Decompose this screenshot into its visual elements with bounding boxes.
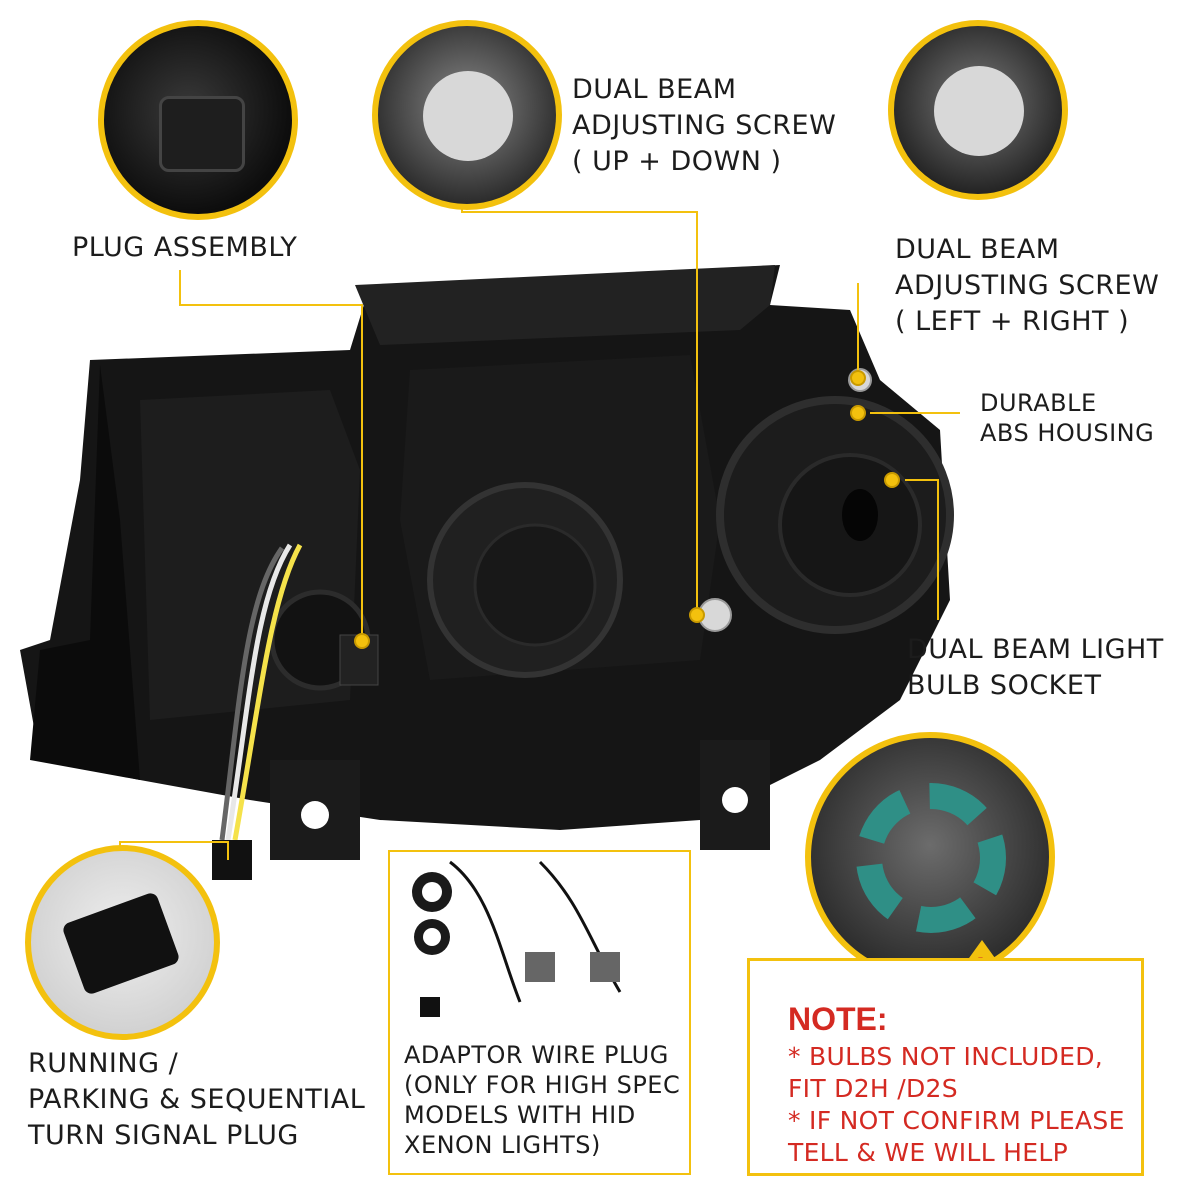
low-beam-cap-center [473, 523, 597, 647]
callout-dot-abs [850, 405, 866, 421]
housing-side [30, 365, 140, 780]
signal-plug-circle [25, 845, 220, 1040]
screw-icon [423, 71, 513, 161]
adaptor-label: ADAPTOR WIRE PLUG (ONLY FOR HIGH SPEC MO… [404, 1040, 680, 1160]
wire-white [225, 543, 293, 841]
top-bracket [355, 265, 775, 345]
updown-screw-circle [372, 20, 562, 210]
adaptor-line-1: ADAPTOR WIRE PLUG [404, 1041, 669, 1069]
connector-icon [420, 997, 440, 1017]
leftright-screw-circle [888, 20, 1068, 200]
signal-plug [212, 840, 252, 880]
plug-detail-circle [98, 20, 298, 220]
note-box: NOTE: * BULBS NOT INCLUDED, FIT D2H /D2S… [747, 958, 1144, 1176]
connector-icon [590, 952, 620, 982]
socket-ring-icon [856, 783, 1006, 933]
bulb-line-1: DUAL BEAM LIGHT [907, 634, 1164, 665]
updown-label: DUAL BEAM ADJUSTING SCREW ( UP + DOWN ) [572, 72, 836, 180]
adaptor-line-4: XENON LIGHTS) [404, 1131, 601, 1159]
connector-icon [61, 891, 181, 996]
screw-icon [934, 66, 1024, 156]
plug-assembly-label: PLUG ASSEMBLY [72, 232, 298, 263]
callout-dot-updown [689, 607, 705, 623]
leftright-line-1: DUAL BEAM [895, 234, 1060, 265]
connector-icon [525, 952, 555, 982]
wire-yellow [232, 543, 303, 841]
plug-icon [159, 96, 245, 172]
socket-ring-circle [805, 732, 1055, 982]
abs-line-2: ABS HOUSING [980, 419, 1155, 447]
note-line-2: FIT D2H /D2S [788, 1074, 958, 1103]
mounting-hole-right [722, 787, 748, 813]
note-line-3: * IF NOT CONFIRM PLEASE [788, 1106, 1125, 1135]
turn-line-2: PARKING & SEQUENTIAL [28, 1084, 366, 1115]
note-line-1: * BULBS NOT INCLUDED, [788, 1042, 1104, 1071]
leftright-label: DUAL BEAM ADJUSTING SCREW ( LEFT + RIGHT… [895, 232, 1159, 340]
updown-line-3: ( UP + DOWN ) [572, 146, 782, 177]
adaptor-wire-graphic [412, 860, 622, 1017]
bulb-socket-hole [842, 489, 878, 541]
leftright-line-2: ADJUSTING SCREW [895, 270, 1160, 301]
note-line-4: TELL & WE WILL HELP [788, 1138, 1068, 1167]
adaptor-line-3: MODELS WITH HID [404, 1101, 636, 1129]
leftright-line-3: ( LEFT + RIGHT ) [895, 306, 1130, 337]
callout-dot-socket [884, 472, 900, 488]
turn-signal-label: RUNNING / PARKING & SEQUENTIAL TURN SIGN… [28, 1046, 365, 1154]
note-title: NOTE: [788, 1001, 888, 1037]
bulb-line-2: BULB SOCKET [907, 670, 1102, 701]
turn-line-3: TURN SIGNAL PLUG [28, 1120, 299, 1151]
callout-dot-leftright [850, 370, 866, 386]
wire-gray [219, 546, 285, 841]
updown-line-1: DUAL BEAM [572, 74, 737, 105]
callout-dot-plug [354, 633, 370, 649]
abs-housing-label: DURABLE ABS HOUSING [980, 388, 1154, 448]
abs-line-1: DURABLE [980, 389, 1097, 417]
updown-line-2: ADJUSTING SCREW [572, 110, 837, 141]
adaptor-wire-box: ADAPTOR WIRE PLUG (ONLY FOR HIGH SPEC MO… [388, 850, 691, 1175]
turn-line-1: RUNNING / [28, 1048, 179, 1079]
adaptor-line-2: (ONLY FOR HIGH SPEC [404, 1071, 681, 1099]
mounting-hole-left [301, 801, 329, 829]
bulb-socket-label: DUAL BEAM LIGHT BULB SOCKET [907, 632, 1164, 704]
